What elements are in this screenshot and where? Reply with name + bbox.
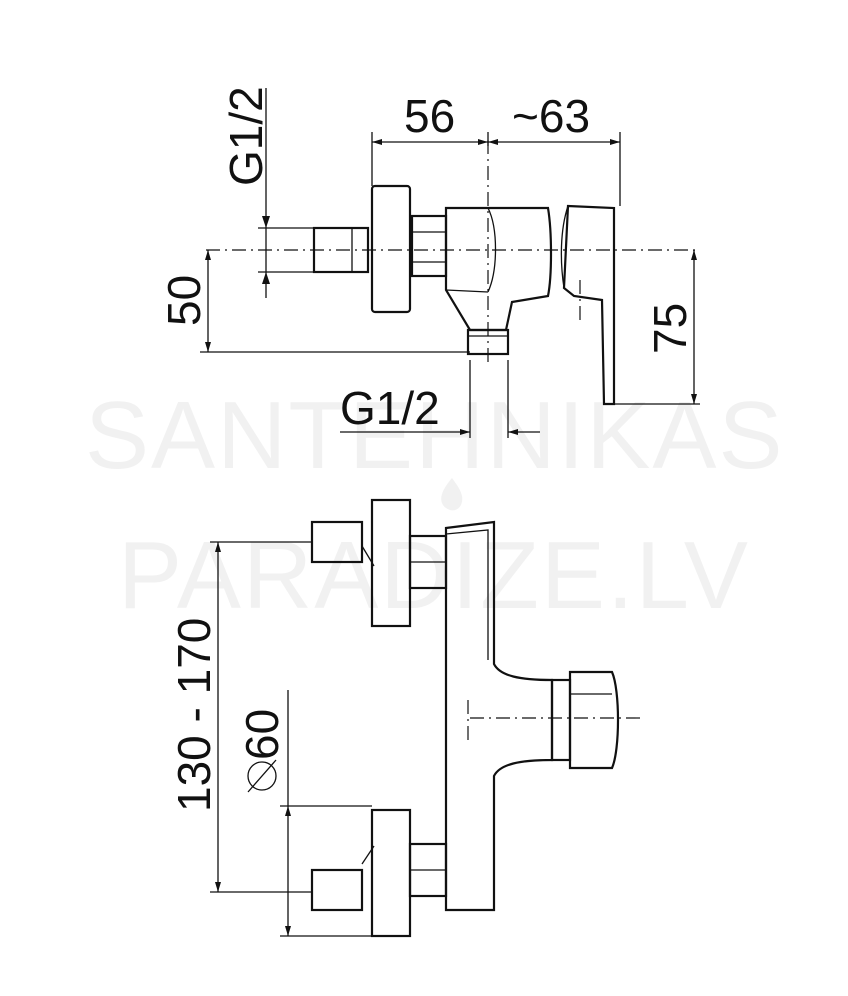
front-view: 130 - 170 60 [168, 498, 640, 938]
thread-bottom-label: G1/2 [340, 382, 440, 434]
control-knob [568, 670, 620, 770]
watermark: SANTEHNIKAS PARADIZE.LV [85, 382, 784, 629]
bottom-flange [370, 808, 412, 938]
hex-nut [410, 214, 448, 278]
dim-height-75: 75 [644, 303, 696, 354]
diameter-icon [247, 761, 277, 791]
dim-spacing-label: 130 - 170 [168, 618, 220, 812]
watermark-line2: PARADIZE.LV [118, 522, 750, 629]
wall-flange [370, 184, 412, 314]
dim-width-56: 56 [404, 90, 455, 142]
bottom-eccentric [310, 868, 364, 912]
watermark-drop-icon [441, 478, 463, 511]
dim-height-50: 50 [158, 275, 210, 326]
dim-width-63: ~63 [512, 90, 590, 142]
thread-top-label: G1/2 [220, 86, 272, 186]
cartridge [550, 678, 572, 762]
lever-handle [562, 204, 616, 406]
valve-body [444, 206, 553, 332]
dim-diameter-label: 60 [236, 709, 288, 760]
watermark-line1: SANTEHNIKAS [85, 382, 784, 489]
side-view: 56 ~63 G1/2 50 75 G1/2 [158, 86, 700, 438]
